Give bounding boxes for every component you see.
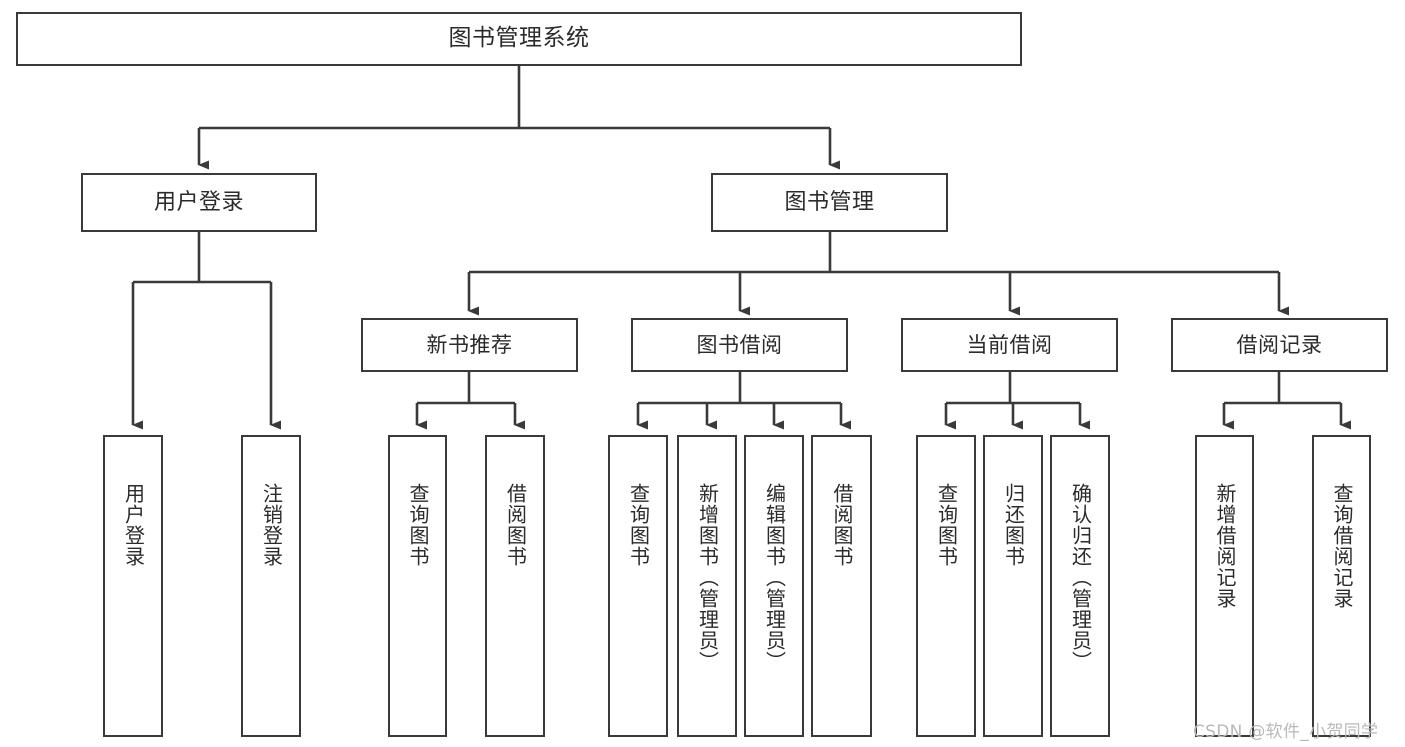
node-book-management[interactable]: 图书管理 bbox=[711, 173, 948, 232]
leaf-book-borrow-borrow[interactable]: 借阅图书 bbox=[811, 435, 872, 737]
node-root-label: 图书管理系统 bbox=[448, 25, 590, 52]
node-current-borrow[interactable]: 当前借阅 bbox=[901, 318, 1118, 372]
node-new-book-recommend[interactable]: 新书推荐 bbox=[361, 318, 578, 372]
leaf-label: 归还图书 bbox=[1001, 483, 1026, 567]
leaf-book-borrow-edit[interactable]: 编辑图书（管理员） bbox=[744, 435, 804, 737]
leaf-label: 新增借阅记录 bbox=[1213, 483, 1237, 609]
node-new-book-recommend-label: 新书推荐 bbox=[426, 332, 513, 357]
node-current-borrow-label: 当前借阅 bbox=[966, 332, 1053, 357]
leaf-borrow-record-query[interactable]: 查询借阅记录 bbox=[1312, 435, 1371, 737]
leaf-label: 借阅图书 bbox=[830, 483, 854, 567]
node-root[interactable]: 图书管理系统 bbox=[16, 12, 1022, 66]
leaf-label: 用户登录 bbox=[121, 483, 146, 567]
leaf-label: 查询图书 bbox=[626, 483, 651, 567]
leaf-book-borrow-add[interactable]: 新增图书（管理员） bbox=[677, 435, 737, 737]
leaf-label: 借阅图书 bbox=[503, 483, 528, 567]
leaf-new-book-query[interactable]: 查询图书 bbox=[388, 435, 447, 737]
leaf-label: 查询借阅记录 bbox=[1330, 483, 1354, 609]
leaf-current-borrow-query[interactable]: 查询图书 bbox=[916, 435, 976, 737]
node-user-login[interactable]: 用户登录 bbox=[81, 173, 317, 232]
leaf-user-login-signin[interactable]: 用户登录 bbox=[103, 435, 163, 737]
node-borrow-record[interactable]: 借阅记录 bbox=[1171, 318, 1388, 372]
leaf-user-login-signout[interactable]: 注销登录 bbox=[241, 435, 301, 737]
leaf-borrow-record-add[interactable]: 新增借阅记录 bbox=[1195, 435, 1254, 737]
node-book-borrow-label: 图书借阅 bbox=[696, 332, 783, 357]
leaf-label: 查询图书 bbox=[934, 483, 959, 567]
leaf-label: 编辑图书（管理员） bbox=[762, 483, 787, 672]
node-book-borrow[interactable]: 图书借阅 bbox=[631, 318, 848, 372]
leaf-label: 查询图书 bbox=[406, 483, 430, 567]
node-book-management-label: 图书管理 bbox=[784, 189, 875, 215]
leaf-label: 确认归还（管理员） bbox=[1068, 483, 1093, 672]
leaf-label: 注销登录 bbox=[259, 483, 284, 567]
leaf-current-borrow-confirm[interactable]: 确认归还（管理员） bbox=[1050, 435, 1110, 737]
leaf-book-borrow-query[interactable]: 查询图书 bbox=[608, 435, 668, 737]
leaf-current-borrow-return[interactable]: 归还图书 bbox=[983, 435, 1043, 737]
leaf-label: 新增图书（管理员） bbox=[695, 483, 720, 672]
node-borrow-record-label: 借阅记录 bbox=[1236, 332, 1323, 357]
leaf-new-book-borrow[interactable]: 借阅图书 bbox=[485, 435, 545, 737]
node-user-login-label: 用户登录 bbox=[153, 189, 244, 215]
